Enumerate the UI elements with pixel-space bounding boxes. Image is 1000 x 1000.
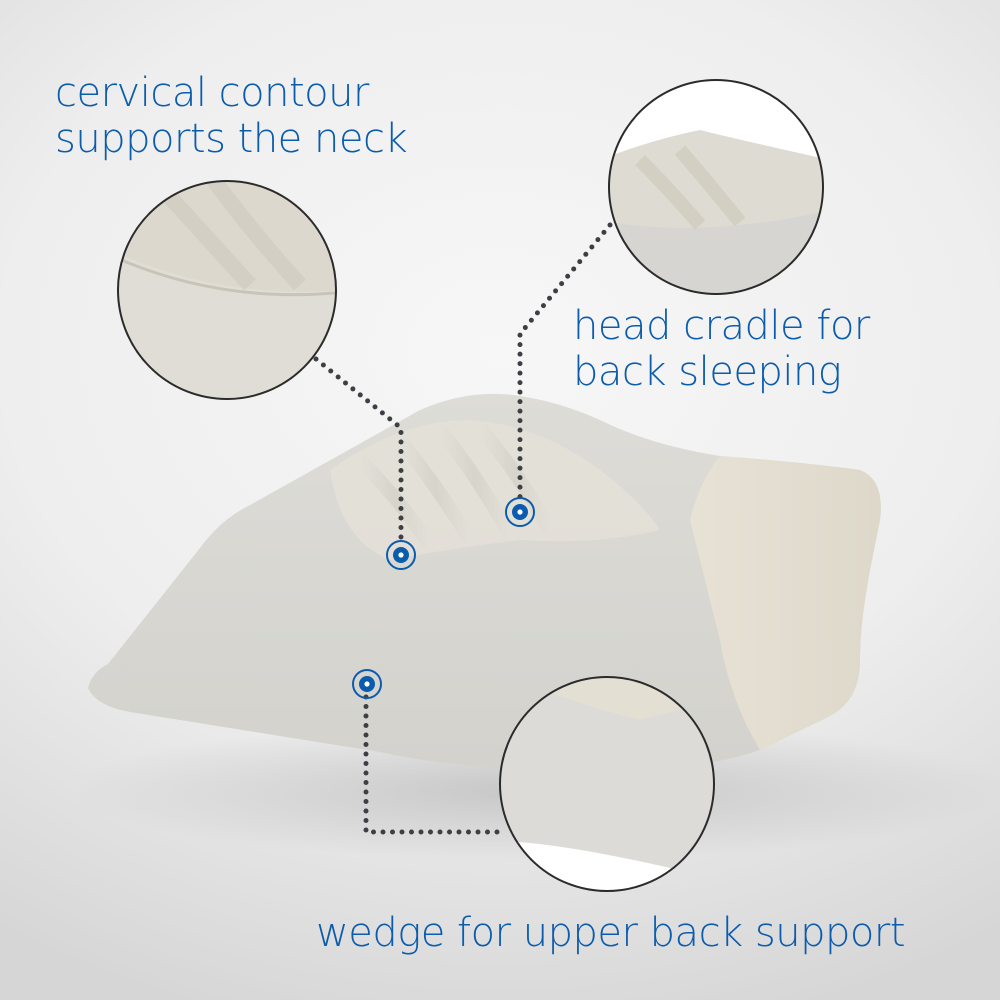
hotspot-cervical[interactable]	[386, 540, 416, 570]
caption-line: head cradle for	[573, 303, 870, 349]
hotspot-wedge[interactable]	[352, 669, 382, 699]
caption-upper-back-wedge: wedge for upper back support	[316, 910, 906, 956]
pillow-side-face	[690, 456, 881, 750]
leader-lines	[313, 222, 613, 835]
caption-line: back sleeping	[573, 349, 842, 395]
zoom-circle-cradle	[608, 79, 824, 295]
caption-cervical-contour: cervical contour supports the neck	[55, 70, 408, 162]
caption-head-cradle: head cradle for back sleeping	[573, 303, 870, 395]
leader-line-cradle	[517, 222, 613, 503]
leader-line-cervical	[313, 356, 404, 546]
caption-line: cervical contour	[55, 70, 369, 116]
leader-line-wedge	[363, 694, 503, 835]
caption-line: supports the neck	[55, 116, 408, 162]
pillow-front-face	[88, 393, 881, 769]
hotspot-cradle[interactable]	[505, 497, 535, 527]
caption-line: wedge for upper back support	[316, 910, 906, 956]
zoom-circle-cervical	[117, 180, 337, 400]
